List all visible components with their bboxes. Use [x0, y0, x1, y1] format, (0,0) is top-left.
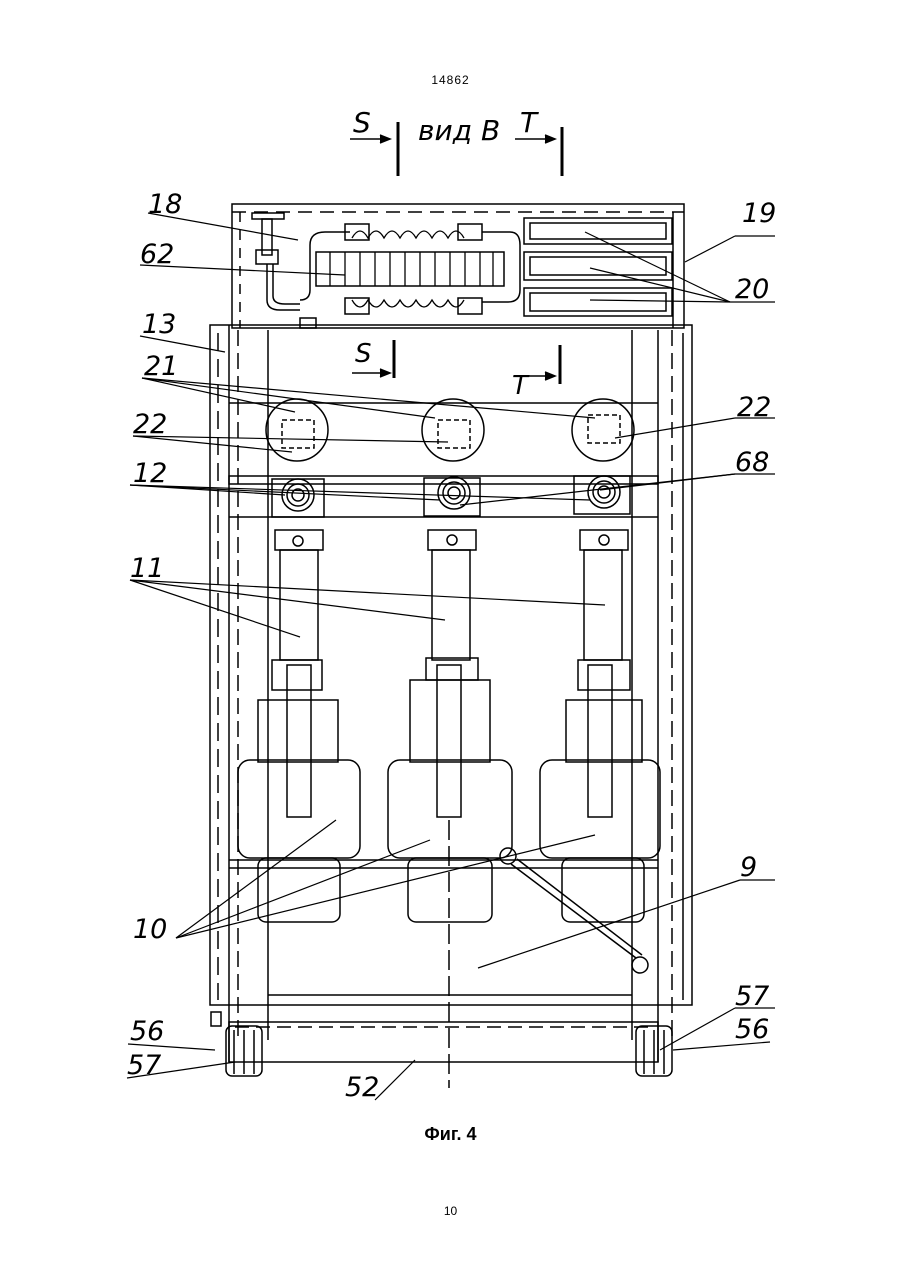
- section-T-label: T: [520, 106, 539, 139]
- section-marker-S: S: [350, 106, 398, 176]
- wheel-right: [636, 1026, 672, 1076]
- label-9: 9: [740, 852, 757, 883]
- label-13: 13: [142, 309, 176, 340]
- label-22-left: 22: [133, 409, 167, 440]
- page-number: 10: [0, 1204, 901, 1218]
- view-label: вид В: [418, 114, 500, 147]
- label-12: 12: [133, 458, 167, 489]
- label-20: 20: [735, 274, 769, 305]
- label-62: 62: [140, 239, 174, 270]
- pole-left: [238, 399, 360, 922]
- label-56-left: 56: [130, 1016, 164, 1047]
- label-68: 68: [735, 447, 769, 478]
- figure-caption: Фиг. 4: [0, 1124, 901, 1145]
- section-marker-T: T: [515, 106, 562, 176]
- label-57-left: 57: [127, 1050, 161, 1081]
- section-S-label: S: [353, 106, 371, 139]
- label-18: 18: [148, 189, 182, 220]
- label-22-right: 22: [737, 392, 771, 423]
- drive-rod: [500, 848, 648, 973]
- label-11: 11: [130, 553, 164, 584]
- inner-section-S: S: [355, 339, 372, 369]
- leader-lines: [127, 213, 775, 1100]
- label-19: 19: [742, 198, 776, 229]
- label-10: 10: [133, 914, 167, 945]
- label-52: 52: [345, 1072, 379, 1103]
- pole-center: [388, 399, 512, 922]
- label-21: 21: [144, 351, 178, 382]
- inner-section-T: T: [512, 371, 530, 401]
- label-56-right: 56: [735, 1014, 769, 1045]
- top-enclosure: [232, 204, 684, 328]
- label-57-right: 57: [735, 981, 769, 1012]
- label-numbers: 18 62 13 21 22 12 11 10 19 20 22 68 9 57…: [127, 189, 776, 1103]
